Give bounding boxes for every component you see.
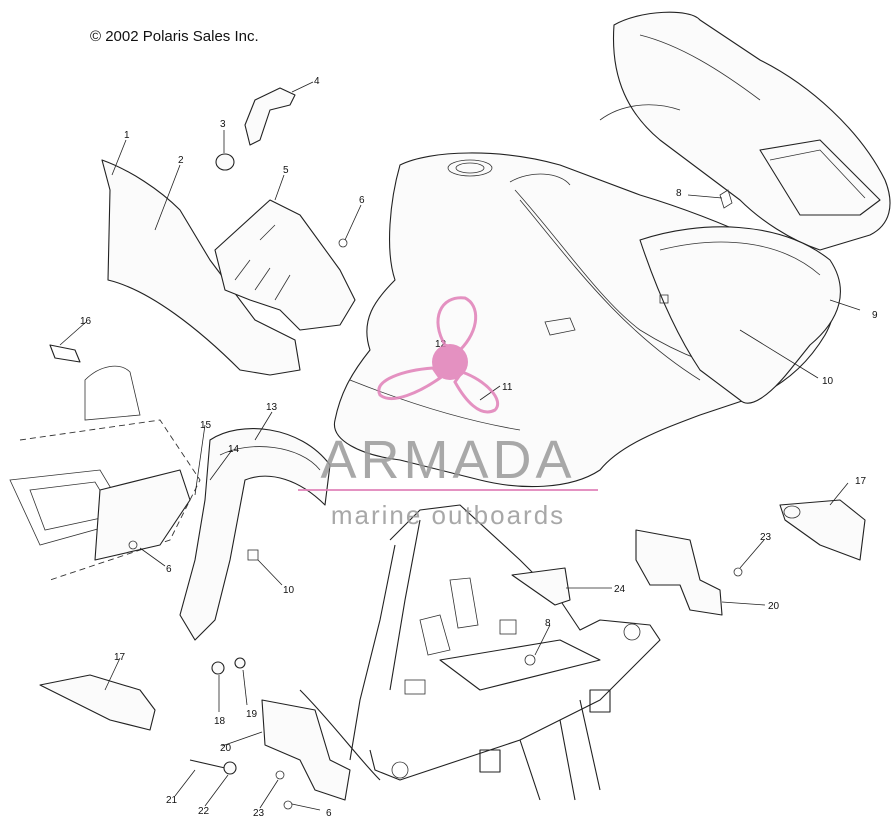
callout-23a: 23 <box>253 808 265 818</box>
callout-20b: 20 <box>768 601 780 612</box>
callout-8b: 8 <box>545 618 551 629</box>
watermark-logo <box>377 296 500 414</box>
copyright-text: © 2002 Polaris Sales Inc. <box>90 28 259 45</box>
footwell-panel <box>214 199 356 331</box>
callout-6a: 6 <box>359 195 365 206</box>
callout-17b: 17 <box>855 476 867 487</box>
seat-part <box>599 11 891 251</box>
callout-17a: 17 <box>114 652 126 663</box>
callout-6c: 6 <box>326 808 332 818</box>
callout-19: 19 <box>246 709 258 720</box>
callout-23b: 23 <box>760 532 772 543</box>
callout-16: 16 <box>80 316 92 327</box>
callout-5: 5 <box>283 165 289 176</box>
callout-13: 13 <box>266 402 278 413</box>
bracket-left <box>39 674 156 731</box>
callout-22: 22 <box>198 806 210 817</box>
callout-6b: 6 <box>166 564 172 575</box>
callout-labels: 1 2 3 4 5 6 8 9 10 11 12 13 14 15 16 6 1… <box>80 76 878 818</box>
hardware <box>49 87 743 810</box>
side-panel-right <box>635 529 723 616</box>
watermark-brand: ARMADA <box>320 430 575 490</box>
callout-21: 21 <box>166 795 178 806</box>
leader-lines <box>59 81 861 811</box>
callout-4: 4 <box>314 76 320 87</box>
callout-11: 11 <box>502 382 513 393</box>
callout-15: 15 <box>200 420 212 431</box>
callout-18: 18 <box>214 716 226 727</box>
plate <box>511 567 571 606</box>
fender-flare <box>179 428 331 641</box>
callout-1: 1 <box>124 130 130 141</box>
callout-20a: 20 <box>220 743 232 754</box>
frame <box>299 504 661 801</box>
rear-fender <box>639 226 841 404</box>
callout-12: 12 <box>435 339 447 350</box>
footrest-area <box>9 365 201 581</box>
callout-24: 24 <box>614 584 626 595</box>
bracket-right <box>779 499 866 561</box>
watermark-tagline: marine outboards <box>331 500 565 530</box>
callout-3a: 3 <box>220 119 226 130</box>
inner-panel-left <box>101 159 301 376</box>
callout-14: 14 <box>228 444 240 455</box>
callout-8a: 8 <box>676 188 682 199</box>
callout-2: 2 <box>178 155 184 166</box>
mud-flap-left <box>261 699 351 801</box>
callout-9: 9 <box>872 310 878 321</box>
callout-10b: 10 <box>283 585 295 596</box>
callout-10a: 10 <box>822 376 834 387</box>
